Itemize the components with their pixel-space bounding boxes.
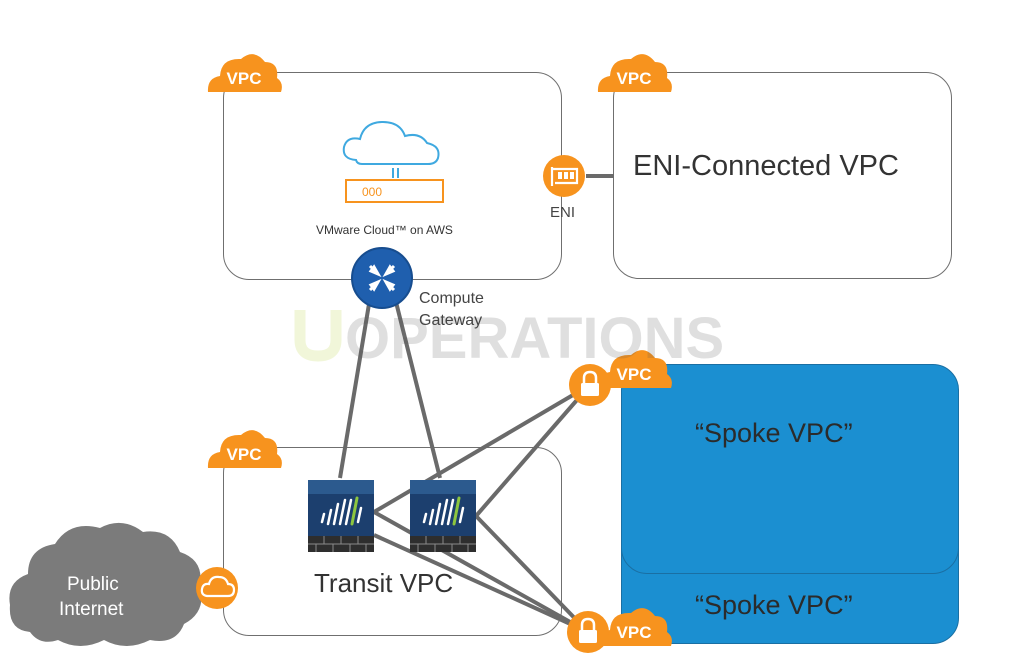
connector-fw1-top-vpn — [372, 383, 592, 514]
connector-fw1-bottom-vpn — [373, 510, 589, 634]
vpc-cloud-badge-icon: VPC — [597, 54, 672, 92]
compute-gateway-label-line1: Compute — [419, 290, 484, 307]
connector-gateway-firewall-1 — [338, 297, 372, 479]
vpc-cloud-badge-icon: VPC — [207, 54, 282, 92]
vpn-lock-icon — [569, 364, 611, 406]
transit-vpc-label: Transit VPC — [314, 568, 454, 598]
vmc-indicator: 000 — [362, 185, 382, 199]
connector-fw1-bottom-vpn-2 — [373, 533, 589, 634]
vmc-caption: VMware Cloud™ on AWS — [316, 223, 453, 237]
vpc-badge-label: VPC — [617, 69, 652, 88]
connector-fw2-top-vpn — [474, 383, 592, 518]
eni-label: ENI — [550, 204, 576, 221]
firewall-icon — [410, 480, 476, 552]
connector-gateway-firewall-2 — [393, 297, 442, 479]
vpc-cloud-badge-icon: VPC — [207, 430, 282, 468]
firewall-icon — [308, 480, 374, 552]
vpc-badge-label: VPC — [227, 445, 262, 464]
compute-gateway-label-line2: Gateway — [419, 312, 483, 329]
spoke-vpc-box-front — [621, 364, 959, 574]
eni-icon — [543, 155, 585, 197]
eni-connected-vpc-box — [613, 72, 952, 279]
router-icon — [351, 247, 413, 309]
vpc-badge-label: VPC — [617, 623, 652, 642]
watermark: OPERATIONS — [294, 306, 724, 371]
eni-connected-vpc-label: ENI-Connected VPC — [633, 150, 899, 182]
vpn-lock-icon — [567, 611, 609, 653]
spoke-vpc-label-top: “Spoke VPC” — [695, 418, 853, 448]
public-internet-label-line1: Public — [67, 574, 119, 595]
spoke-vpc-label-bottom: “Spoke VPC” — [695, 590, 853, 620]
internet-gateway-icon — [196, 567, 238, 609]
vpc-cloud-badge-icon: VPC — [597, 350, 672, 388]
vmware-cloud-icon: 000 — [342, 120, 444, 203]
public-internet-label-line2: Internet — [59, 599, 124, 620]
connector-fw2-bottom-vpn — [474, 514, 590, 634]
public-internet-cloud-icon — [9, 522, 202, 646]
vpc-cloud-badge-icon: VPC — [597, 608, 672, 646]
vpc-badge-label: VPC — [227, 69, 262, 88]
watermark-text: OPERATIONS — [345, 306, 724, 371]
vpc-badge-label: VPC — [617, 365, 652, 384]
